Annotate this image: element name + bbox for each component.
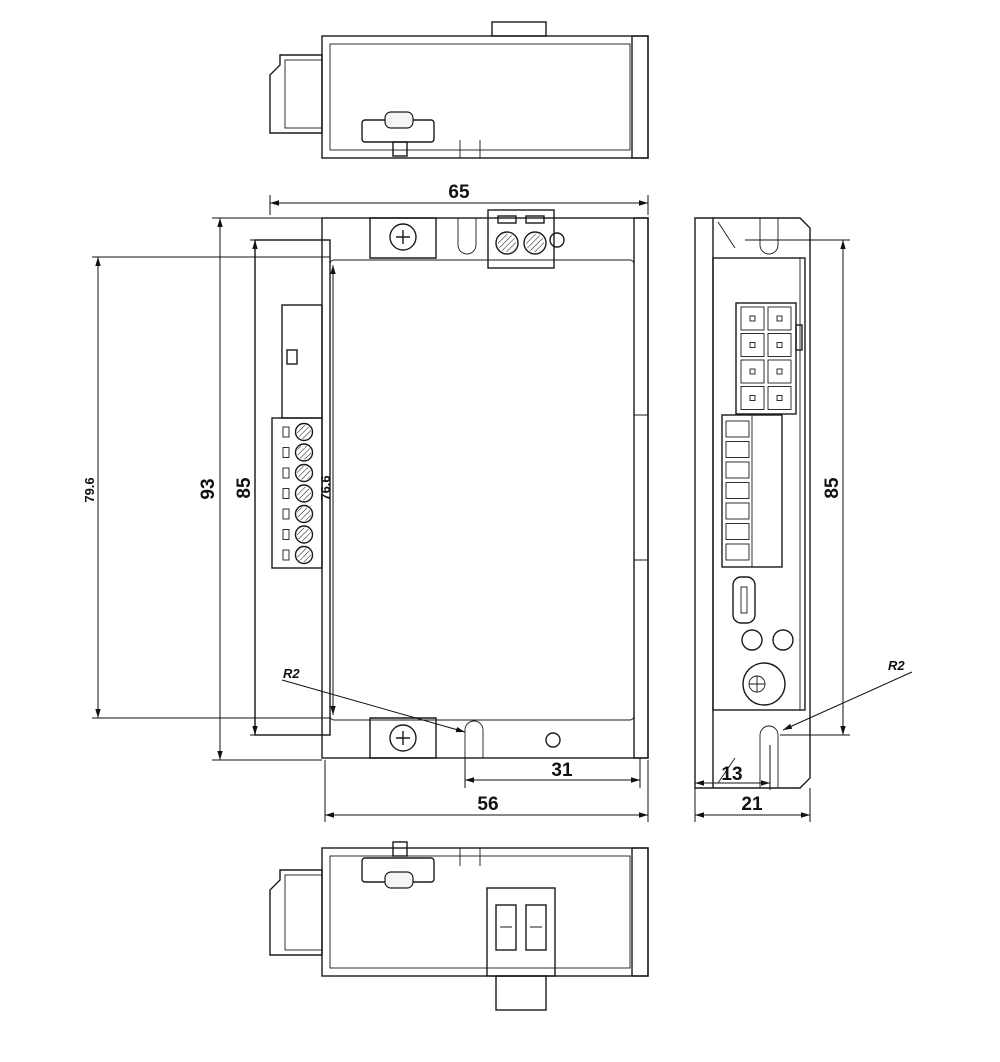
side-dimensions: 85 R2 13 21 xyxy=(694,239,913,822)
dim-85-side: 85 xyxy=(822,477,843,499)
rotary-switch xyxy=(742,662,786,706)
dim-56: 56 xyxy=(477,794,498,815)
dim-79-6: 79.6 xyxy=(82,477,97,502)
terminal-slot xyxy=(282,508,290,520)
connector-pin xyxy=(740,386,765,410)
terminal-slot xyxy=(725,461,750,479)
terminal-screw xyxy=(294,525,314,544)
dim-76-6: 76.6 xyxy=(318,475,333,500)
terminal-screw xyxy=(294,422,314,442)
side-view xyxy=(694,217,811,789)
led-2 xyxy=(772,629,794,651)
connector-pin xyxy=(767,333,792,357)
terminal-slot xyxy=(282,529,290,540)
connector-pin xyxy=(767,306,792,331)
io-terminal-block xyxy=(271,417,323,569)
terminal-slot xyxy=(725,502,750,520)
front-view xyxy=(254,209,649,759)
side-terminal xyxy=(721,414,783,568)
connector-pin xyxy=(740,359,765,384)
connector-pin xyxy=(767,386,792,410)
terminal-slot xyxy=(282,549,290,561)
terminal-slot xyxy=(725,420,750,438)
top-view xyxy=(269,21,649,159)
connector-pin xyxy=(767,359,792,384)
dim-r2-front: R2 xyxy=(283,666,300,681)
terminal-slot xyxy=(282,467,290,479)
terminal-screw xyxy=(294,463,314,483)
bottom-view xyxy=(269,841,649,1011)
dim-13: 13 xyxy=(721,764,742,785)
terminal-slot xyxy=(725,482,750,499)
connector-pin xyxy=(740,306,765,331)
power-terminal xyxy=(487,209,565,269)
dim-65: 65 xyxy=(448,182,470,203)
terminal-screw xyxy=(294,545,314,565)
led-1 xyxy=(741,629,763,651)
bottom-terminal xyxy=(486,887,556,1011)
terminal-slot xyxy=(282,447,290,458)
dim-31: 31 xyxy=(551,760,573,781)
terminal-screw xyxy=(294,504,314,524)
bottom-mount-screw xyxy=(369,717,561,759)
top-mount-screw xyxy=(369,217,477,259)
dim-r2-side: R2 xyxy=(888,658,905,673)
terminal-slot xyxy=(282,426,290,438)
connector-pin xyxy=(740,333,765,357)
terminal-screw xyxy=(294,443,314,462)
terminal-slot xyxy=(282,488,290,499)
terminal-slot xyxy=(725,441,750,458)
terminal-slot xyxy=(725,543,750,561)
terminal-screw xyxy=(294,484,314,503)
motor-connector xyxy=(735,302,803,415)
dim-93: 93 xyxy=(198,478,219,499)
terminal-slot xyxy=(725,523,750,540)
dim-85-front: 85 xyxy=(234,477,255,499)
usb-port xyxy=(732,576,756,624)
front-dimensions: 65 93 85 79.6 76.6 R2 31 56 xyxy=(82,182,649,822)
dim-21: 21 xyxy=(741,794,763,815)
